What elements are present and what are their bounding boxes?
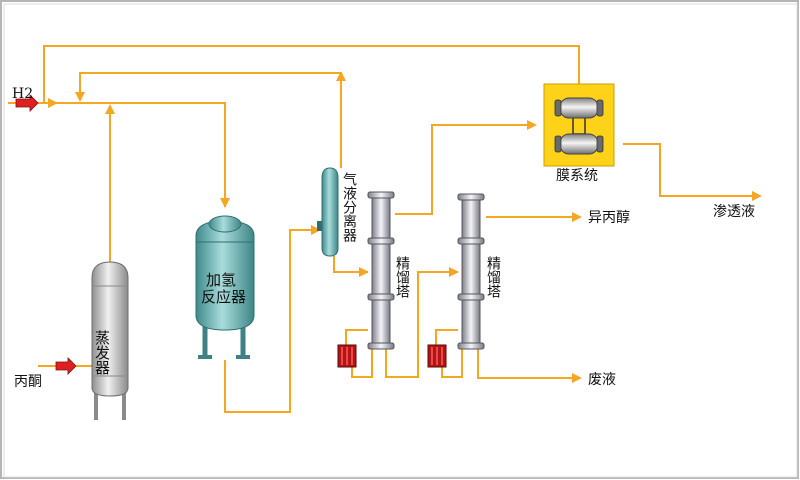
label-evaporator: 蒸发器: [93, 330, 111, 375]
arrow-into-separator: [311, 225, 321, 235]
reactor-foot-right: [236, 355, 250, 359]
distillation-column-1: [367, 191, 395, 350]
heater-icon: [427, 344, 447, 368]
evaporator-body: [91, 261, 129, 397]
pipes: [38, 45, 760, 413]
pipe-column1-reboiler: [345, 329, 368, 345]
membrane-module-2: [554, 133, 604, 155]
pipe-reactor-to-separator: [224, 229, 320, 413]
arrow-into-column2: [449, 267, 459, 277]
arrow-into-membrane: [527, 120, 537, 130]
frame-shadow: [3, 3, 798, 478]
arrow-evaporator-up: [105, 104, 115, 114]
right-arrow-icon: [8, 94, 39, 112]
arrow-separator-gas-up: [336, 71, 346, 81]
arrow-into-waste: [572, 373, 582, 383]
column2-body: [461, 196, 481, 346]
column2-flange-2: [457, 293, 485, 301]
distillation-column-2: [457, 193, 485, 350]
pipe-separator-gas-recycle: [79, 72, 342, 168]
arrow-into-ipa: [572, 212, 582, 222]
separator-body: [321, 167, 339, 257]
label-separator: 气液分离器: [341, 172, 357, 242]
column1-flange-2: [367, 293, 395, 301]
column2-cap-top: [457, 193, 485, 201]
arrow-into-permeate: [752, 191, 762, 201]
column2-flange-1: [457, 237, 485, 245]
arrow-header-into-feed: [48, 98, 58, 108]
column1-body: [371, 194, 391, 346]
column1-flange-1: [367, 237, 395, 245]
pipe-column1-to-column2: [385, 271, 458, 378]
pipe-membrane-recycle: [43, 45, 580, 103]
pipe-membrane-to-permeate: [623, 143, 760, 197]
h2-feed-arrow: [15, 94, 39, 112]
acetone-feed-arrow: [55, 357, 77, 375]
hydrogenation-reactor: [195, 215, 255, 359]
membrane-system: [543, 83, 615, 167]
label-column1: 精馏塔: [394, 256, 410, 298]
pipe-column2-reboiler-return: [441, 349, 463, 378]
column2-cap-bottom: [457, 342, 485, 350]
pipe-column1-to-membrane: [395, 124, 535, 215]
heater-icon: [337, 344, 357, 368]
label-ipa: 异丙醇: [588, 209, 630, 226]
right-arrow-icon: [38, 357, 92, 375]
label-reactor-line1: 加氢: [206, 271, 236, 289]
pipe-h2-header: [38, 102, 226, 207]
separator-nozzle: [317, 221, 322, 231]
label-waste: 废液: [588, 372, 616, 388]
reactor-foot-left: [198, 355, 212, 359]
arrow-into-column1: [359, 267, 369, 277]
pipe-column2-to-waste: [477, 349, 580, 379]
membrane-module-1: [554, 97, 604, 119]
label-acetone: 丙酮: [14, 374, 42, 390]
pipe-column1-reboiler-return: [351, 349, 373, 378]
arrow-recycle-down: [75, 92, 85, 102]
label-h2: H2: [12, 86, 33, 102]
label-membrane: 膜系统: [556, 168, 598, 184]
label-permeate: 渗透液: [713, 204, 755, 220]
label-column2: 精馏塔: [485, 256, 501, 298]
column1-cap-top: [367, 191, 395, 199]
pipe-column2-reboiler: [435, 329, 458, 345]
evaporator: [91, 261, 129, 420]
reactor-lid: [208, 215, 242, 233]
arrow-into-reactor: [220, 198, 230, 208]
pipe-separator-to-column1: [333, 256, 368, 273]
pipe-arrows: [48, 71, 762, 383]
label-reactor-line2: 反应器: [201, 288, 246, 306]
gas-liquid-separator: [317, 167, 339, 257]
column1-cap-bottom: [367, 342, 395, 350]
